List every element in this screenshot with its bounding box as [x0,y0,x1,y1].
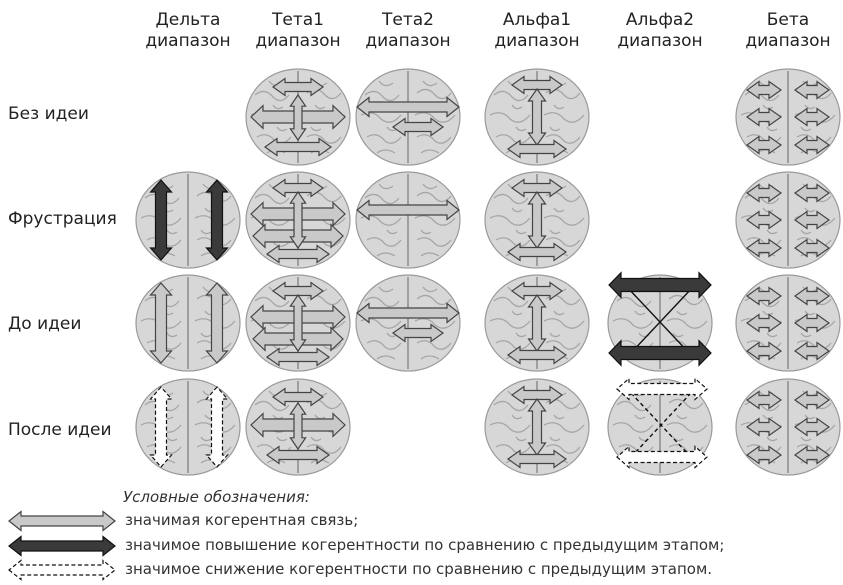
brain-map-icon [733,65,843,169]
brain-map-icon [482,375,592,479]
legend-item-significant: значимая когерентная связь; [6,510,836,532]
brain-map-icon [482,65,592,169]
row-label-no-idea: Без идеи [8,104,89,124]
brain-map-icon [133,168,243,272]
row-label-before-idea: До идеи [8,314,81,334]
brain-cell [482,375,592,479]
legend-title: Условные обозначения: [123,488,310,506]
row-label-frustration: Фрустрация [8,209,117,229]
brain-cell [243,65,353,169]
brain-cell [133,168,243,272]
brain-map-icon [243,168,353,272]
brain-cell [353,168,463,272]
brain-cell [605,375,715,479]
brain-map-icon [482,271,592,375]
brain-cell [482,168,592,272]
column-header-theta2: Тета2диапазон [353,10,463,52]
brain-map-icon [353,65,463,169]
brain-cell [733,271,843,375]
brain-map-icon [243,271,353,375]
brain-cell [133,375,243,479]
legend-item-increase: значимое повышение когерентности по срав… [6,535,836,557]
legend-arrow-significant-icon [6,510,118,532]
brain-map-icon [133,271,243,375]
brain-map-icon [605,375,715,479]
brain-map-icon [733,168,843,272]
row-label-after-idea: После идеи [8,420,112,440]
brain-map-icon [243,375,353,479]
legend-item-decrease: значимое снижение когерентности по сравн… [6,559,836,581]
brain-map-icon [133,375,243,479]
column-header-beta: Бетадиапазон [733,10,843,52]
legend-arrow-decrease-icon [6,559,118,581]
brain-map-icon [243,65,353,169]
brain-map-icon [482,168,592,272]
brain-cell [353,271,463,375]
brain-map-icon [353,271,463,375]
brain-cell [243,168,353,272]
legend-text-significant: значимая когерентная связь; [125,511,358,529]
legend-arrow-decrease [9,561,115,580]
brain-map-icon [605,271,715,375]
brain-cell [353,65,463,169]
brain-cell [482,65,592,169]
column-header-theta1: Тета1диапазон [243,10,353,52]
brain-cell [133,271,243,375]
column-header-alpha2: Альфа2диапазон [605,10,715,52]
brain-cell [733,168,843,272]
legend-text-decrease: значимое снижение когерентности по сравн… [125,560,712,578]
brain-cell [243,375,353,479]
brain-cell [482,271,592,375]
brain-cell [733,375,843,479]
brain-cell [733,65,843,169]
legend-text-increase: значимое повышение когерентности по срав… [125,536,724,554]
legend-arrow-increase-icon [6,535,118,557]
brain-map-icon [353,168,463,272]
legend-arrow-significant [9,512,115,531]
brain-cell [605,271,715,375]
legend-arrow-increase [9,537,115,556]
brain-map-icon [733,271,843,375]
brain-cell [243,271,353,375]
brain-map-icon [733,375,843,479]
